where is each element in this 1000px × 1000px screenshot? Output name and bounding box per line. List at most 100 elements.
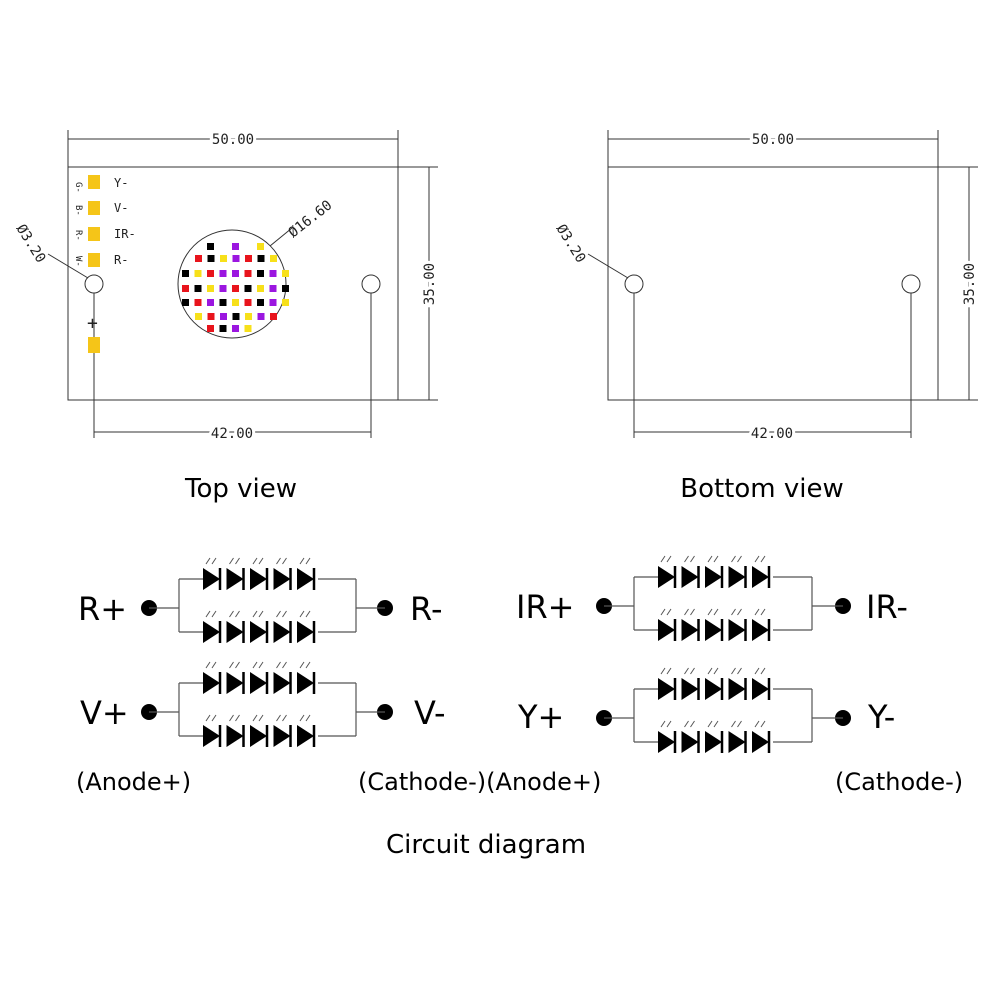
led-chip	[194, 299, 202, 306]
led-chip	[257, 299, 264, 306]
diode-symbol	[705, 731, 722, 753]
circuit-left-v: V+ V-	[80, 661, 446, 747]
bottom-view-caption: Bottom view	[680, 474, 844, 504]
emission-arrows	[229, 557, 240, 565]
top-mounting-hole-right	[361, 274, 381, 294]
led-chip	[232, 299, 239, 306]
emission-arrows	[754, 667, 766, 675]
diode-symbol	[728, 731, 746, 753]
led-chip	[182, 299, 189, 306]
led-chip	[220, 313, 227, 320]
diode-symbol	[752, 566, 769, 588]
diode-symbol	[297, 568, 314, 590]
diode-symbol	[681, 678, 699, 700]
emitter-circle	[177, 229, 287, 339]
led-chip	[282, 299, 289, 306]
diode-symbol	[203, 568, 220, 590]
diode-symbol	[752, 619, 769, 641]
led-chip	[232, 255, 240, 262]
top-hole-spacing-label: 42.00	[211, 426, 253, 442]
emission-arrows	[660, 555, 672, 563]
emission-arrows	[754, 555, 766, 563]
diode-symbol	[297, 725, 314, 747]
diode-symbol	[752, 731, 769, 753]
emission-arrows	[205, 557, 217, 565]
cathode-note-right: (Cathode-)	[835, 768, 963, 796]
led-chip	[232, 325, 239, 332]
circuit-right-y: Y+ Y-	[517, 667, 895, 753]
led-chip	[207, 299, 214, 306]
pad-2	[88, 201, 100, 215]
led-chip	[207, 325, 214, 332]
bottom-board-outline	[607, 166, 939, 401]
diode-symbol	[273, 568, 291, 590]
emission-arrows	[684, 720, 695, 728]
diode-symbol	[250, 621, 267, 643]
emission-arrows	[731, 555, 742, 563]
emission-arrows	[276, 714, 287, 722]
diode-symbol	[728, 566, 746, 588]
pad-3	[88, 227, 100, 241]
diode-symbol	[681, 619, 699, 641]
led-chip	[195, 313, 202, 320]
emission-arrows	[660, 608, 672, 616]
pad-row-2: B- V-	[73, 201, 128, 216]
emission-arrows	[684, 555, 695, 563]
bottom-hole-spacing-label: 42.00	[751, 426, 793, 442]
led-chip	[244, 270, 252, 277]
plus-label: +	[87, 313, 98, 334]
led-chip	[220, 255, 227, 262]
diode-symbol	[226, 672, 244, 694]
diode-symbol	[273, 725, 291, 747]
led-chip	[245, 255, 252, 262]
led-chip	[257, 313, 265, 320]
emission-arrows	[252, 714, 264, 722]
emission-arrows	[229, 661, 240, 669]
diode-symbol	[226, 568, 244, 590]
pad-left-label-1: G-	[73, 182, 83, 193]
diode-symbol	[250, 725, 267, 747]
emission-arrows	[252, 557, 264, 565]
pad-left-label-3: R-	[73, 230, 83, 241]
diode-symbol	[203, 621, 220, 643]
terminal-ir-minus-label: IR-	[866, 588, 908, 626]
pad-right-label-3: IR-	[114, 227, 136, 241]
led-chip	[194, 285, 202, 292]
terminal-r-minus-label: R-	[410, 590, 442, 628]
pad-row-1: G- Y-	[73, 175, 128, 193]
terminal-r-plus-label: R+	[78, 590, 127, 628]
diode-symbol	[705, 678, 722, 700]
led-chip-array	[182, 243, 289, 332]
pad-right-label-4: R-	[114, 253, 128, 267]
bus-wire	[178, 683, 357, 736]
emission-arrows	[684, 667, 695, 675]
bottom-width-label: 50.00	[752, 132, 794, 148]
led-chip	[244, 299, 252, 306]
diode-symbol	[203, 672, 220, 694]
led-chip	[270, 255, 277, 262]
led-chip	[269, 270, 277, 277]
terminal-y-minus-label: Y-	[867, 698, 895, 736]
bottom-height-label: 35.00	[962, 263, 978, 305]
top-width-label: 50.00	[212, 132, 254, 148]
emission-arrows	[707, 667, 719, 675]
emission-arrows	[731, 608, 742, 616]
top-height-label: 35.00	[422, 263, 438, 305]
diode-symbol	[658, 731, 675, 753]
led-chip	[232, 243, 239, 250]
diode-symbol	[658, 566, 675, 588]
led-chip	[269, 299, 277, 306]
pad-right-label-2: V-	[114, 201, 128, 215]
diode-symbol	[226, 621, 244, 643]
led-chip	[182, 270, 189, 277]
emission-arrows	[299, 610, 311, 618]
emission-arrows	[754, 608, 766, 616]
led-chip	[195, 255, 202, 262]
led-chip	[219, 325, 227, 332]
led-chip	[245, 313, 252, 320]
pad-left-label-4: W-	[73, 256, 83, 267]
emission-arrows	[276, 610, 287, 618]
terminal-ir-plus-label: IR+	[516, 588, 574, 626]
top-board-outline	[67, 166, 399, 401]
